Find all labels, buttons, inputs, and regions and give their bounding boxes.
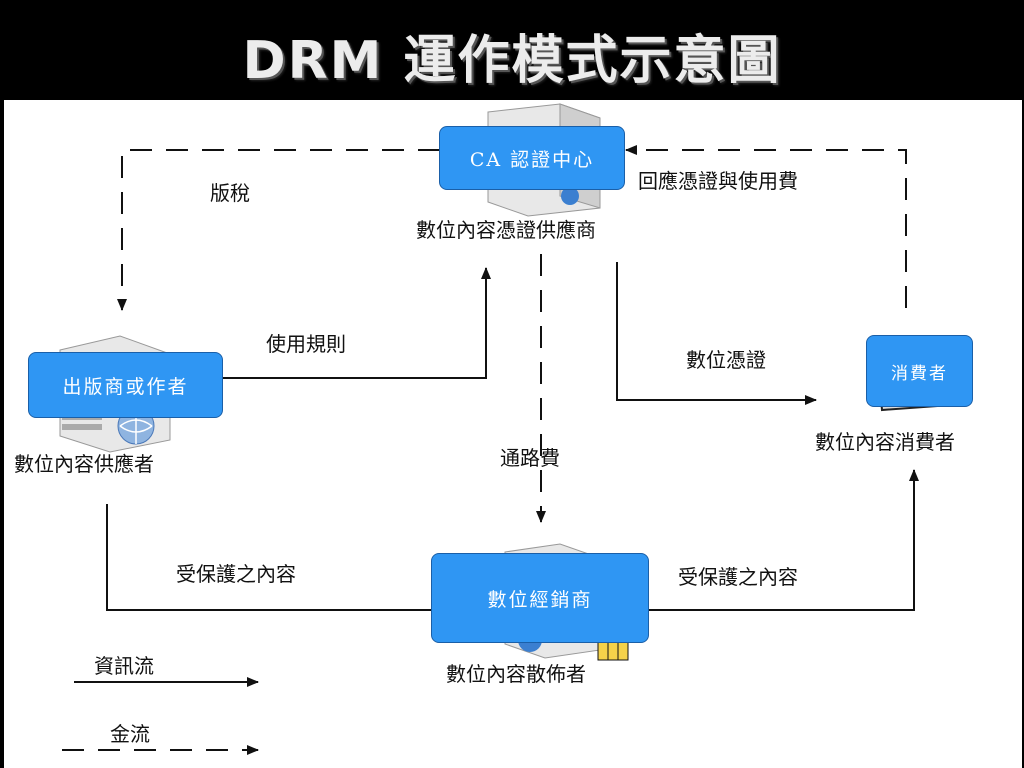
legend-info-flow-label: 資訊流 <box>94 654 154 678</box>
publisher-node-label: 出版商或作者 <box>62 375 189 398</box>
license-fee-return-arrow <box>625 145 907 308</box>
consumer-caption: 數位內容消費者 <box>815 430 955 454</box>
ca-caption: 數位內容憑證供應商 <box>416 218 596 242</box>
publisher-node: 出版商或作者 <box>28 352 223 418</box>
digital-license-label: 數位憑證 <box>686 348 766 372</box>
publisher-caption: 數位內容供應者 <box>14 452 154 476</box>
protected-content-right-arrow <box>648 469 919 611</box>
page-title: DRM 運作模式示意圖 <box>242 31 782 91</box>
distributor-caption: 數位內容散佈者 <box>446 662 586 686</box>
usage-rules-label: 使用規則 <box>266 332 346 356</box>
legend-money-flow-label: 金流 <box>110 722 150 746</box>
consumer-node: 消費者 <box>866 335 973 407</box>
ca-node: CA 認證中心 <box>439 126 625 190</box>
royalty-label: 版稅 <box>210 181 250 205</box>
protected-content-left-label: 受保護之內容 <box>176 562 296 586</box>
ca-node-label: CA 認證中心 <box>469 148 595 171</box>
consumer-node-label: 消費者 <box>891 363 948 384</box>
protected-content-left-line <box>106 504 432 611</box>
title-bar: DRM 運作模式示意圖 <box>0 0 1024 100</box>
digital-license-arrow <box>616 262 817 405</box>
channel-fee-label: 通路費 <box>500 446 560 470</box>
protected-content-right-label: 受保護之內容 <box>678 565 798 589</box>
usage-rules-arrow <box>222 267 491 379</box>
distributor-node: 數位經銷商 <box>431 553 649 643</box>
diagram-canvas <box>4 100 1022 768</box>
royalty-arrow <box>117 149 440 311</box>
license-fee-return-label: 回應憑證與使用費 <box>638 169 798 193</box>
distributor-node-label: 數位經銷商 <box>487 588 593 611</box>
